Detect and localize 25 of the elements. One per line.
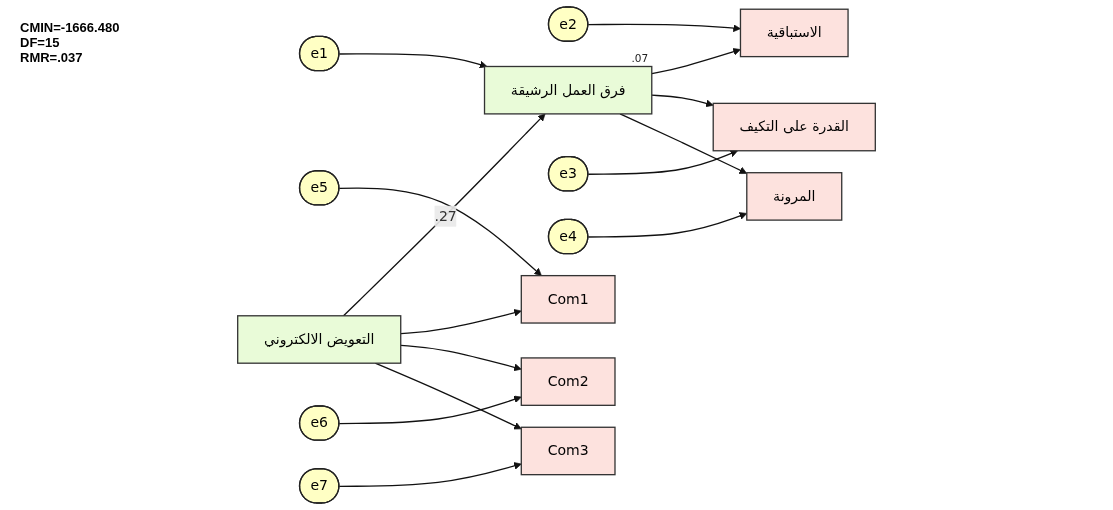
arrow (338, 395, 522, 425)
node-box: التعويض الالكتروني (237, 315, 402, 364)
node-box: Com1 (520, 274, 616, 324)
node-box: Com3 (520, 426, 616, 476)
arrow (619, 113, 748, 174)
fit-statistic: DF=15 (20, 35, 61, 50)
arrow (400, 309, 522, 335)
arrow (587, 23, 741, 32)
arrow (651, 94, 714, 108)
arrow (338, 462, 522, 487)
arrow (342, 113, 546, 317)
arrow (400, 344, 522, 372)
path-coefficient: .07 (631, 52, 649, 65)
node-box: المرونة (746, 172, 843, 221)
arrow (587, 149, 738, 175)
node-box: فرق العمل الرشيقة (483, 65, 653, 115)
arrow (338, 53, 488, 69)
fit-statistic: CMIN=-1666.480 (20, 20, 120, 35)
arrow (338, 187, 542, 276)
node-box: الاستباقية (739, 8, 849, 58)
fit-statistic: RMR=.037 (20, 50, 84, 65)
arrow (651, 48, 741, 75)
edge-label: .27 (434, 207, 457, 225)
node-box: القدرة على التكيف (712, 102, 876, 152)
node-box: Com2 (520, 357, 616, 406)
